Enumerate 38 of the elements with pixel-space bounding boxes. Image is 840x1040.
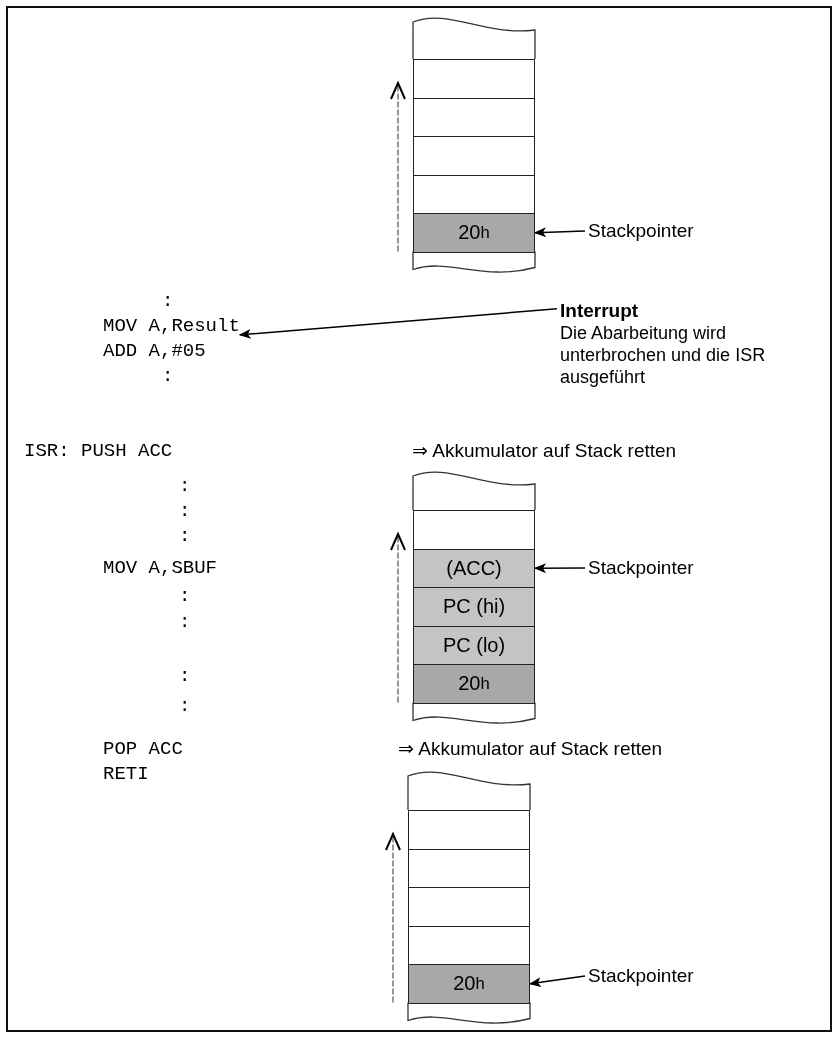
stack-entry: (ACC) bbox=[413, 548, 535, 588]
pointer-label: Stackpointer bbox=[588, 220, 694, 242]
code-line: : bbox=[179, 611, 191, 633]
arrow bbox=[529, 975, 586, 988]
stack-slot bbox=[408, 810, 530, 850]
step-note: ⇒ Akkumulator auf Stack retten bbox=[412, 440, 677, 462]
code-line: RETI bbox=[103, 763, 149, 785]
note-text: Die Abarbeitung wird unterbrochen und die ISR ausgeführt bbox=[560, 322, 767, 388]
stack-slot bbox=[408, 925, 530, 965]
code-line: : bbox=[179, 665, 191, 687]
step-note: ⇒ Akkumulator auf Stack retten bbox=[398, 738, 663, 760]
code-line: : bbox=[162, 365, 174, 387]
code-line: ISR: PUSH ACC bbox=[24, 440, 173, 462]
pointer-label: Stackpointer bbox=[588, 965, 694, 987]
code-line: : bbox=[162, 290, 174, 312]
stack-slot bbox=[413, 97, 535, 137]
arrow bbox=[534, 563, 586, 574]
code-line: ADD A,#05 bbox=[103, 340, 206, 362]
arrow bbox=[238, 308, 558, 339]
arrow bbox=[534, 227, 586, 238]
stack-entry: PC (lo) bbox=[413, 625, 535, 665]
stack-slot bbox=[413, 59, 535, 99]
code-line: : bbox=[179, 695, 191, 717]
code-line: POP ACC bbox=[103, 738, 183, 760]
stack-entry: PC (hi) bbox=[413, 587, 535, 627]
stack-slot bbox=[408, 848, 530, 888]
code-line: : bbox=[179, 585, 191, 607]
code-line: MOV A,SBUF bbox=[103, 557, 218, 579]
pointer-label: Stackpointer bbox=[588, 557, 694, 579]
heading-text: Interrupt bbox=[560, 300, 640, 322]
code-line: : bbox=[179, 500, 191, 522]
code-line: : bbox=[179, 475, 191, 497]
code-line: MOV A,Result bbox=[103, 315, 240, 337]
stack-slot bbox=[413, 510, 535, 550]
stack-slot bbox=[413, 174, 535, 214]
code-line: : bbox=[179, 525, 191, 547]
stack-slot bbox=[408, 887, 530, 927]
stack-slot bbox=[413, 136, 535, 176]
